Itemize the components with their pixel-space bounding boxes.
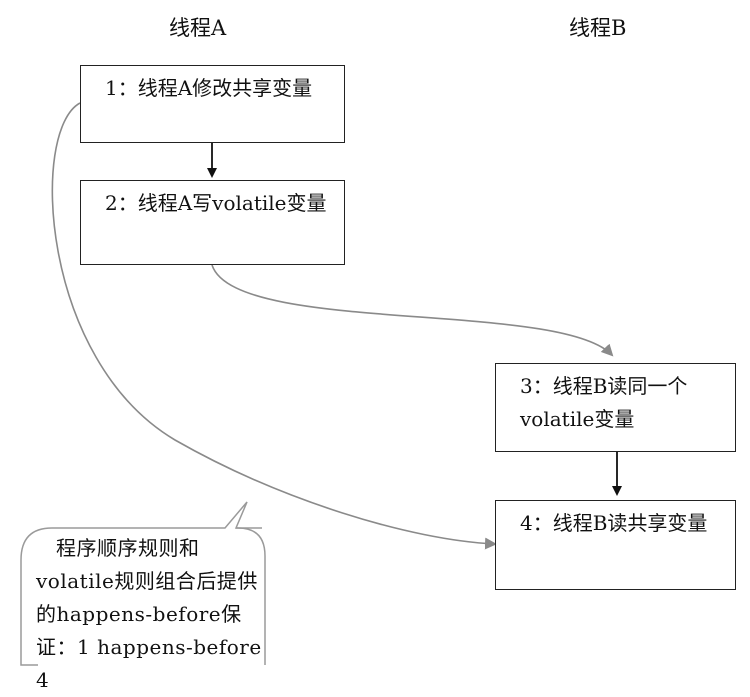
callout-bubble-top-right — [236, 527, 266, 665]
callout-bubble — [20, 501, 262, 666]
step1-label: 1：线程A修改共享变量 — [105, 76, 313, 100]
step3-label: 3：线程B读同一个volatile变量 — [520, 374, 688, 431]
diagram-connectors — [20, 102, 622, 666]
step2-label: 2：线程A写volatile变量 — [105, 191, 327, 215]
arrow-step2-to-step3 — [211, 264, 614, 357]
step1-box: 1：线程A修改共享变量 — [80, 65, 345, 143]
thread-b-title: 线程B — [569, 16, 627, 40]
step2-box: 2：线程A写volatile变量 — [80, 180, 345, 265]
callout-text: 程序顺序规则和volatile规则组合后提供的happens-before保证：… — [36, 536, 262, 692]
diagram-canvas: 线程A 线程B 1：线程A修改共享变量 2：线程A写volatile变量 3：线… — [20, 16, 736, 692]
step4-box: 4：线程B读共享变量 — [495, 500, 736, 590]
thread-a-title: 线程A — [169, 16, 227, 40]
step4-label: 4：线程B读共享变量 — [520, 511, 708, 535]
step3-box: 3：线程B读同一个volatile变量 — [495, 363, 736, 452]
arrow-step1-to-step4 — [51, 102, 497, 550]
